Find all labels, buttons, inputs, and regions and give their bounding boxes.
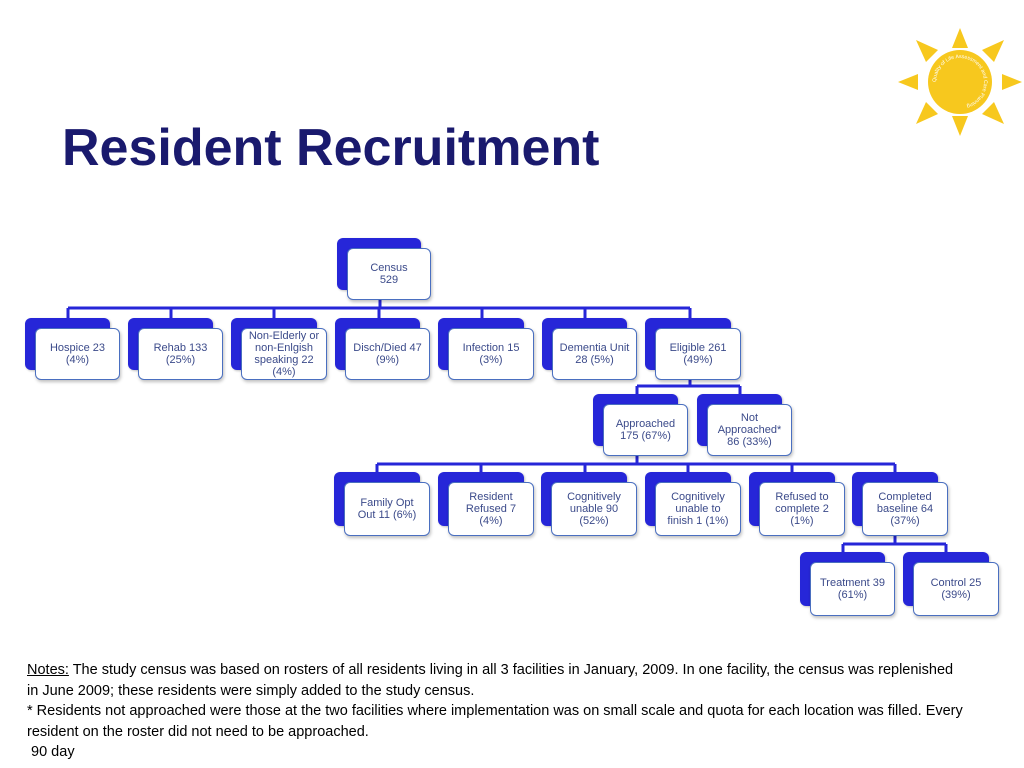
node-label: Control 25 (39%) — [930, 577, 982, 601]
node-treatment: Treatment 39 (61%) — [800, 552, 895, 616]
sun-logo-icon: Quality of Life Assessment and Care Plan… — [898, 28, 1022, 136]
node-dementia: Dementia Unit 28 (5%) — [542, 318, 637, 380]
node-non-elderly: Non-Elderly or non-Enlgish speaking 22 (… — [231, 318, 327, 380]
node-cognitively-unable-finish: Cognitively unable to finish 1 (1%) — [645, 472, 741, 536]
notes-section: Notes: The study census was based on ros… — [27, 660, 967, 763]
node-not-approached: Not Approached* 86 (33%) — [697, 394, 792, 456]
node-resident-refused: Resident Refused 7 (4%) — [438, 472, 534, 536]
node-hospice: Hospice 23 (4%) — [25, 318, 120, 380]
node-label: Approached 175 (67%) — [615, 418, 676, 442]
node-completed-baseline: Completed baseline 64 (37%) — [852, 472, 948, 536]
node-infection: Infection 15 (3%) — [438, 318, 534, 380]
node-label: Census 529 — [370, 262, 408, 286]
node-label: Treatment 39 (61%) — [819, 577, 885, 601]
node-label: Dementia Unit 28 (5%) — [559, 342, 630, 366]
notes-label: Notes: — [27, 662, 69, 678]
page-title: Resident Recruitment — [62, 119, 600, 177]
node-disch-died: Disch/Died 47 (9%) — [335, 318, 430, 380]
notes-text-1: The study census was based on rosters of… — [27, 662, 954, 699]
notes-text-3: 90 day — [27, 744, 75, 760]
node-refused-complete: Refused to complete 2 (1%) — [749, 472, 845, 536]
node-label: Hospice 23 (4%) — [49, 342, 106, 366]
node-approached: Approached 175 (67%) — [593, 394, 688, 456]
node-census: Census 529 — [337, 238, 431, 300]
node-label: Family Opt Out 11 (6%) — [357, 497, 417, 521]
node-label: Resident Refused 7 (4%) — [465, 491, 517, 527]
notes-paragraph-1: Notes: The study census was based on ros… — [27, 660, 967, 701]
notes-text-2: * Residents not approached were those at… — [27, 703, 963, 740]
node-label: Disch/Died 47 (9%) — [353, 342, 422, 366]
node-label: Refused to complete 2 (1%) — [775, 491, 829, 527]
node-rehab: Rehab 133 (25%) — [128, 318, 223, 380]
node-control: Control 25 (39%) — [903, 552, 999, 616]
node-label: Cognitively unable to finish 1 (1%) — [667, 491, 729, 527]
node-label: Completed baseline 64 (37%) — [876, 491, 934, 527]
node-family-opt-out: Family Opt Out 11 (6%) — [334, 472, 430, 536]
node-label: Non-Elderly or non-Enlgish speaking 22 (… — [248, 330, 320, 378]
node-label: Rehab 133 (25%) — [153, 342, 208, 366]
node-label: Infection 15 (3%) — [462, 342, 520, 366]
node-label: Not Approached* 86 (33%) — [717, 412, 782, 448]
node-label: Eligible 261 (49%) — [669, 342, 727, 366]
node-cognitively-unable: Cognitively unable 90 (52%) — [541, 472, 637, 536]
node-label: Cognitively unable 90 (52%) — [567, 491, 621, 527]
node-eligible: Eligible 261 (49%) — [645, 318, 741, 380]
